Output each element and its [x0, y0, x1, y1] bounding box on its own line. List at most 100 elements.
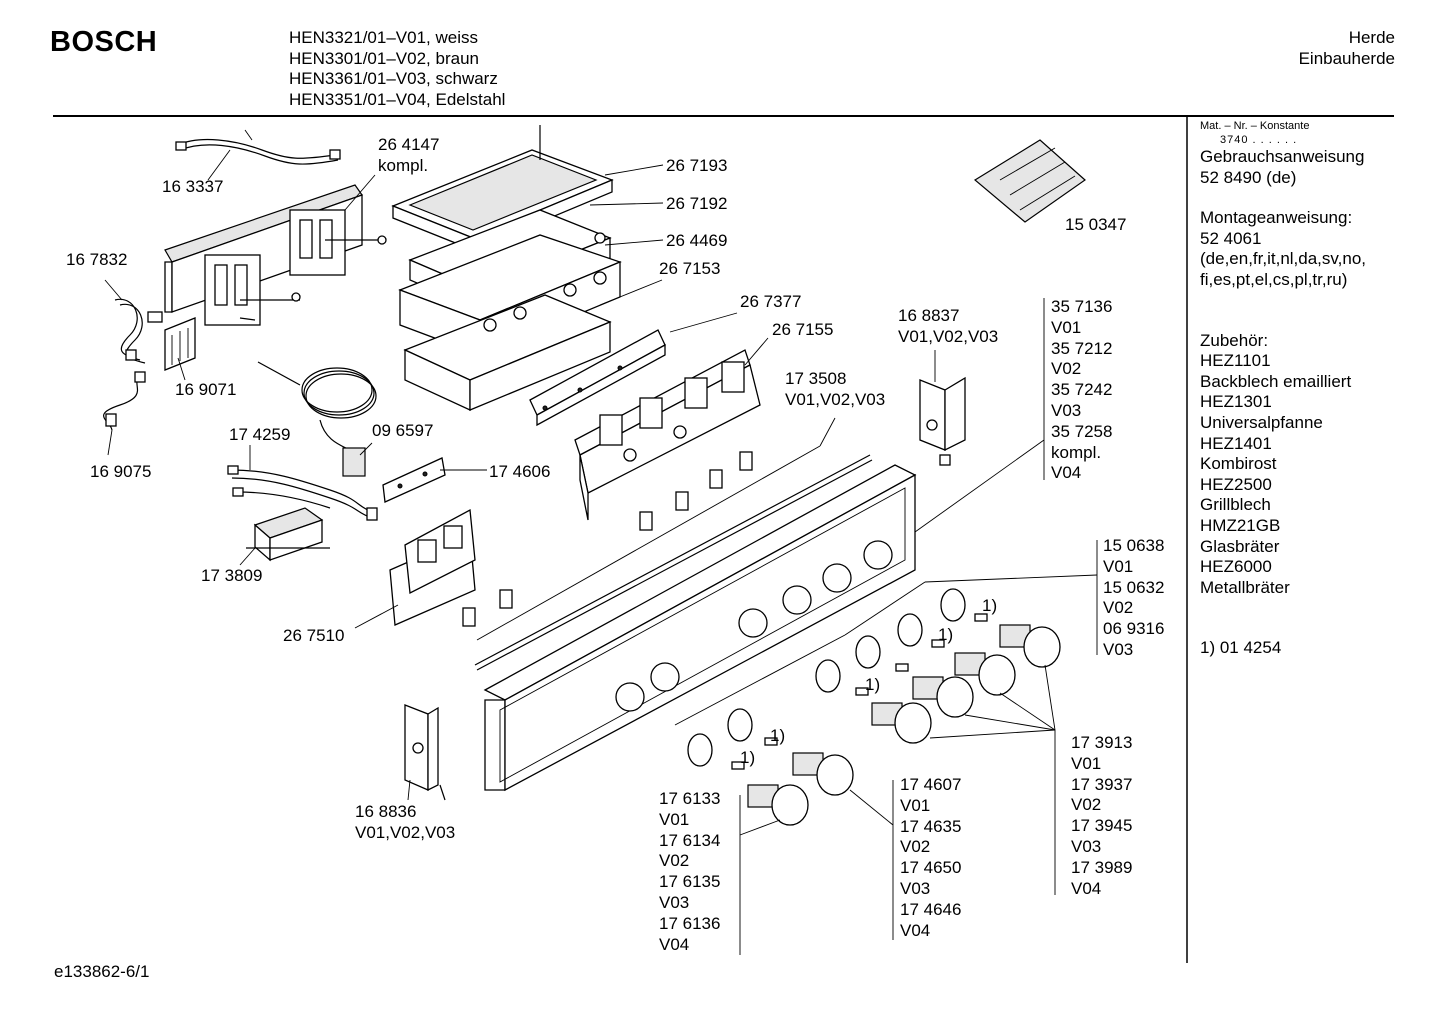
label-line: V03 [1103, 639, 1134, 659]
carrier-267510 [389, 508, 476, 626]
label-line: V04 [900, 920, 931, 940]
label-line: kompl. [1051, 442, 1102, 462]
label-line: kompl. [378, 155, 429, 175]
accessories-title: Zubehör: [1200, 330, 1269, 350]
footnote-mark: 1) [740, 748, 756, 767]
label-173508: 17 3508 V01,V02,V03 [785, 369, 885, 411]
manual-number: 52 8490 (de) [1200, 167, 1297, 187]
label-168837: 16 8837 V01,V02,V03 [898, 306, 998, 348]
label-169071: 16 9071 [175, 380, 237, 399]
label-267192: 26 7192 [666, 194, 728, 213]
label-line: 17 3937 [1071, 774, 1133, 794]
model-list: HEN3321/01–V01, weiss HEN3301/01–V02, br… [289, 28, 505, 110]
footnote-mark: 1) [770, 726, 786, 745]
knob [912, 676, 974, 718]
drawing-id: e133862-6/1 [54, 962, 150, 981]
accessory-item: Universalpfanne [1200, 412, 1323, 432]
label-150638-group: 15 0638 V01 15 0632 V02 06 9316 V03 [1103, 536, 1164, 661]
knob [747, 784, 809, 826]
label-line: 17 6133 [659, 789, 721, 808]
label-line: 35 7212 [1051, 338, 1113, 358]
label-173809: 17 3809 [201, 566, 263, 585]
label-line: V01,V02,V03 [898, 326, 999, 346]
cable-163337 [175, 129, 341, 165]
footnote-mark: 1) [938, 625, 954, 644]
small-spacers [731, 613, 988, 770]
label-173913-group: 17 3913 V01 17 3937 V02 17 3945 V03 17 3… [1071, 733, 1132, 899]
label-line: 35 7258 [1051, 421, 1113, 441]
footnote-mark: 1) [865, 675, 881, 694]
label-line: V01,V02,V03 [785, 389, 886, 409]
screw-bag-150347 [973, 139, 1086, 223]
label-line: 17 6136 [659, 913, 721, 933]
plate-267377 [529, 329, 666, 427]
accessory-item: HEZ2500 [1200, 474, 1272, 494]
accessory-item: HEZ6000 [1200, 557, 1272, 577]
label-167832: 16 7832 [66, 250, 128, 269]
label-267510: 26 7510 [283, 626, 345, 645]
assembly-number: 52 4061 [1200, 228, 1262, 248]
label-line: V02 [659, 851, 690, 871]
label-267377: 26 7377 [740, 292, 802, 311]
clips [462, 451, 753, 627]
footnote: 1) 01 4254 [1200, 638, 1282, 658]
label-line: 17 4635 [900, 816, 962, 836]
knobs [747, 624, 1061, 826]
label-line: V02 [1103, 598, 1134, 618]
label-line: V01 [1051, 317, 1082, 337]
label-line: 15 0632 [1103, 577, 1165, 597]
label-174606: 17 4606 [489, 462, 551, 481]
label-line: 17 6135 [659, 872, 721, 892]
label-line: 17 3989 [1071, 857, 1133, 877]
model-line: HEN3321/01–V01, weiss [289, 28, 479, 47]
accessory-item: HEZ1401 [1200, 433, 1272, 453]
control-panel-front [474, 454, 917, 792]
model-line: HEN3301/01–V02, braun [289, 48, 479, 68]
label-line: V01 [1103, 556, 1134, 576]
label-line: 17 4646 [900, 899, 962, 919]
thermostat-096597 [257, 361, 377, 477]
knob [999, 624, 1061, 668]
label-line: V01,V02,V03 [355, 822, 456, 842]
category: Herde Einbauherde [1299, 28, 1395, 69]
label-line: 17 3913 [1071, 733, 1133, 752]
label-line: V02 [900, 837, 931, 857]
label-line: 35 7136 [1051, 297, 1113, 316]
label-line: V04 [1051, 463, 1082, 483]
assembly-languages: (de,en,fr,it,nl,da,sv,no, [1200, 249, 1366, 269]
label-264469: 26 4469 [666, 231, 728, 250]
category-line: Einbauherde [1298, 48, 1395, 68]
label-line: 16 8836 [355, 802, 417, 821]
cable-169075 [103, 371, 146, 431]
switch-assembly-264147 [164, 184, 387, 326]
plate-174606 [382, 457, 446, 503]
label-174607-group: 17 4607 V01 17 4635 V02 17 4650 V03 17 4… [900, 775, 961, 941]
housing-267153 [398, 234, 622, 412]
bracket-168837 [919, 376, 966, 466]
accessory-item: Glasbräter [1200, 536, 1280, 556]
module-carrier-267155 [574, 349, 761, 521]
brand-logo: BOSCH [50, 26, 158, 58]
label-267153: 26 7153 [659, 259, 721, 278]
category-line: Herde [1348, 28, 1395, 47]
label-267155: 26 7155 [772, 320, 834, 339]
label-096597: 09 6597 [372, 421, 434, 440]
label-line: 26 4147 [378, 135, 440, 154]
rings [687, 588, 966, 767]
knob [871, 702, 932, 744]
accessory-item: HEZ1301 [1200, 392, 1272, 412]
label-line: 17 6134 [659, 830, 721, 850]
label-line: V03 [659, 892, 690, 912]
cable-167832 [114, 298, 163, 364]
accessory-item: Backblech emailliert [1200, 371, 1352, 391]
harness-174259 [227, 465, 378, 521]
label-line: V03 [1071, 836, 1102, 856]
label-line: V02 [1051, 359, 1082, 379]
model-line: HEN3361/01–V03, schwarz [289, 69, 498, 89]
model-line: HEN3351/01–V04, Edelstahl [289, 89, 506, 109]
label-line: 17 4607 [900, 775, 962, 794]
footnote-mark: 1) [982, 596, 998, 615]
accessory-item: Grillblech [1200, 495, 1271, 515]
assembly-languages: fi,es,pt,el,cs,pl,tr,ru) [1200, 269, 1348, 289]
knob [954, 652, 1016, 696]
